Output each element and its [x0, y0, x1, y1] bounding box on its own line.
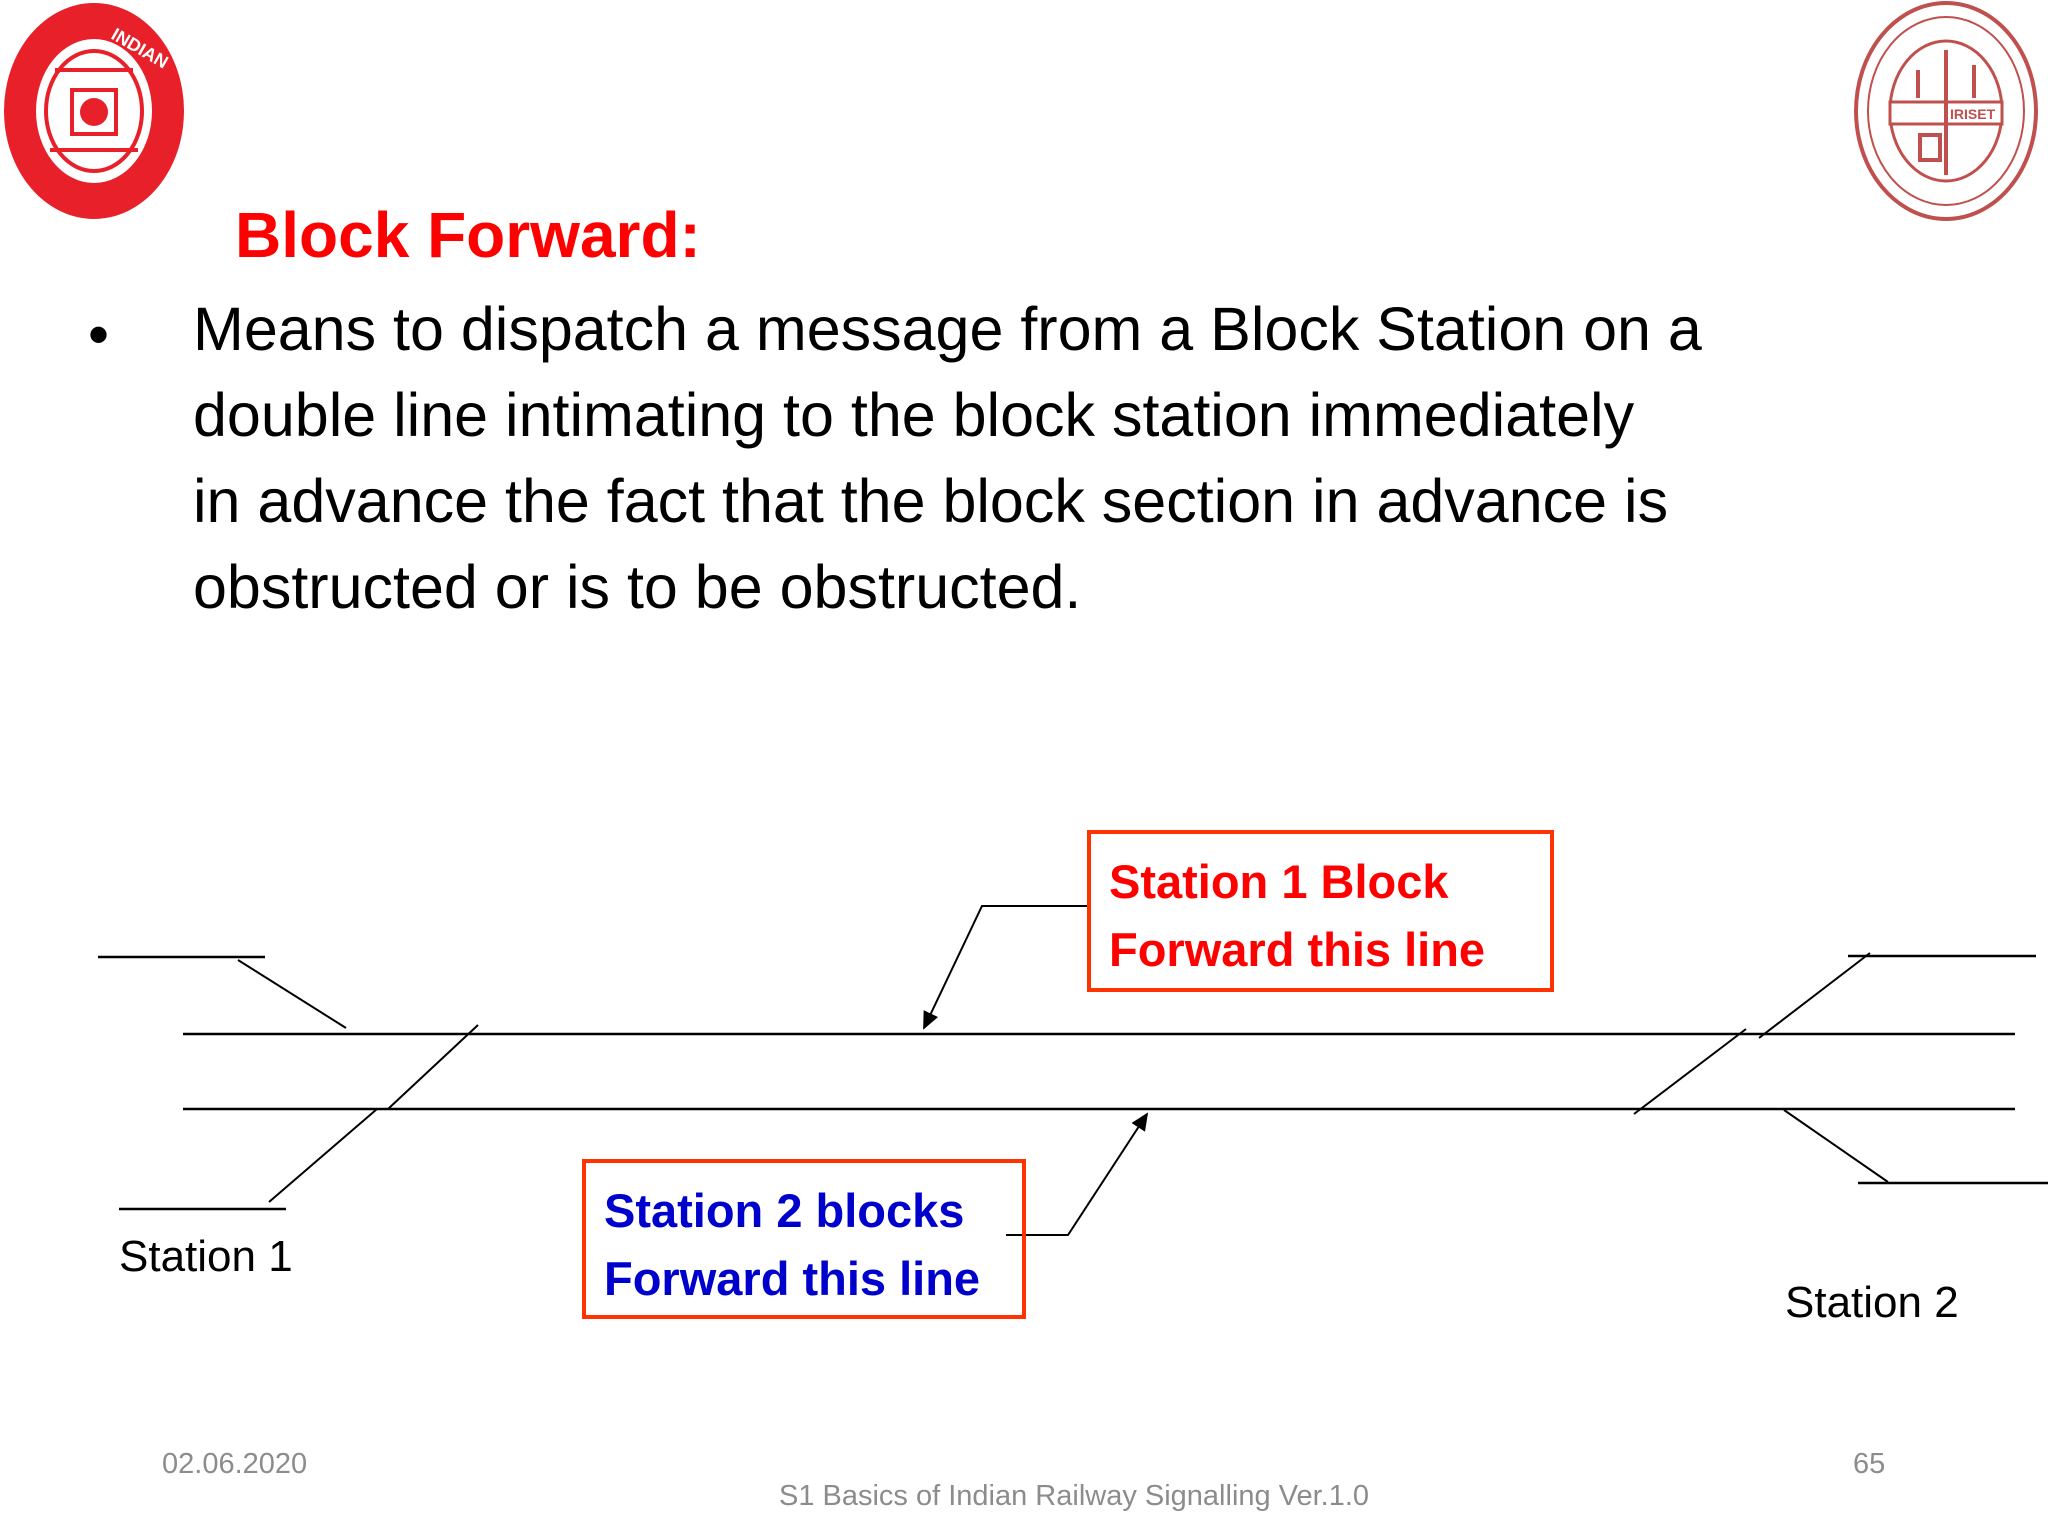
- footer-course-title: S1 Basics of Indian Railway Signalling V…: [778, 1480, 1370, 1512]
- callout-station1-line-2: Forward this line: [1109, 923, 1486, 976]
- body-line-4: obstructed or is to be obstructed.: [193, 553, 1082, 621]
- slide-title: Block Forward:: [235, 199, 701, 271]
- svg-text:IRISET: IRISET: [1950, 106, 1996, 122]
- callout-station2-line-2: Forward this line: [604, 1252, 981, 1305]
- callout-station1-line-1: Station 1 Block: [1109, 855, 1449, 908]
- callout-station2-block-forward: Station 2 blocks Forward this line: [582, 1159, 1026, 1319]
- callout1-leader-arrow: [923, 905, 1087, 1030]
- callout-station2-line-1: Station 2 blocks: [604, 1184, 965, 1237]
- bullet-icon: •: [88, 301, 110, 368]
- station2-label: Station 2: [1785, 1278, 1959, 1327]
- footer-date: 02.06.2020: [162, 1448, 308, 1480]
- callout2-leader-arrow: [1006, 1112, 1149, 1236]
- body-line-3: in advance the fact that the block secti…: [193, 467, 1669, 535]
- callout-station1-block-forward: Station 1 Block Forward this line: [1087, 830, 1554, 992]
- body-line-1: Means to dispatch a message from a Block…: [193, 295, 1702, 363]
- iriset-logo: IRISET: [1854, 1, 2038, 221]
- indian-railways-logo: INDIAN: [4, 3, 184, 219]
- footer-page-number: 65: [1853, 1448, 1886, 1480]
- body-line-2: double line intimating to the block stat…: [193, 381, 1635, 449]
- station1-label: Station 1: [119, 1232, 293, 1281]
